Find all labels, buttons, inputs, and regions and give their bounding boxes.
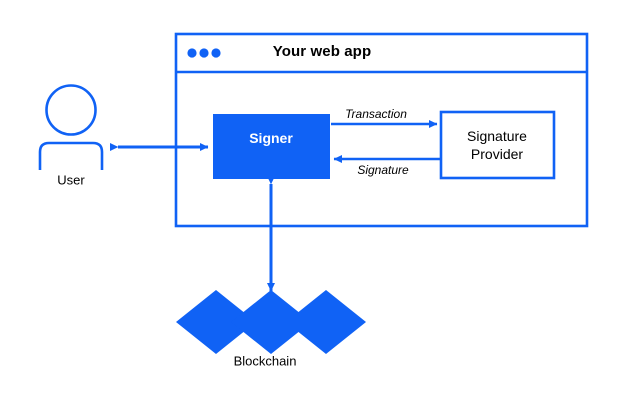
user-head-icon	[45, 84, 97, 136]
edge-transaction-label: Transaction	[345, 107, 407, 121]
blockchain-diamond-icon	[231, 290, 311, 354]
browser-dot-icon	[187, 48, 197, 58]
signer-node-label: Signer	[249, 130, 293, 146]
browser-window-title: Your web app	[272, 43, 372, 60]
user-body-icon	[38, 141, 104, 170]
browser-dot-icon	[199, 48, 209, 58]
blockchain-node-label: Blockchain	[233, 353, 297, 369]
user-node-label: User	[57, 172, 85, 188]
user-person-icon	[38, 84, 104, 170]
blockchain-diamond-icon	[176, 290, 256, 354]
signature-provider-node[interactable]	[439, 110, 556, 180]
blockchain-diamond-icon	[286, 290, 366, 354]
signature-provider-label-line1: Signature	[467, 128, 527, 144]
edge-signature-label: Signature	[357, 163, 409, 177]
signer-node[interactable]	[213, 114, 330, 179]
blockchain-node[interactable]	[176, 290, 366, 354]
signature-provider-label-line2: Provider	[470, 146, 524, 162]
browser-dot-icon	[211, 48, 221, 58]
signature-provider-node-label: Signature Provider	[467, 127, 527, 163]
